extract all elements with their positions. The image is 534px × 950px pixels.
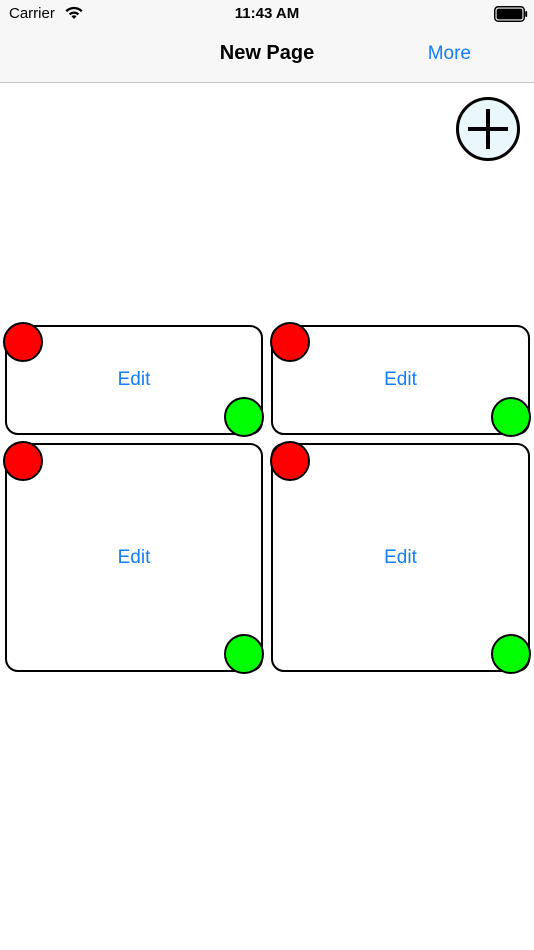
widget-card[interactable]: Edit bbox=[271, 443, 530, 672]
battery-icon bbox=[494, 6, 528, 22]
delete-handle[interactable] bbox=[3, 322, 43, 362]
resize-handle[interactable] bbox=[491, 634, 531, 674]
delete-handle[interactable] bbox=[3, 441, 43, 481]
widget-card[interactable]: Edit bbox=[271, 325, 530, 435]
carrier-label: Carrier bbox=[9, 5, 55, 22]
add-button[interactable] bbox=[456, 97, 520, 161]
more-button[interactable]: More bbox=[427, 43, 471, 64]
edit-button[interactable]: Edit bbox=[384, 546, 417, 568]
delete-handle[interactable] bbox=[270, 441, 310, 481]
edit-button[interactable]: Edit bbox=[117, 369, 151, 390]
widget-card[interactable]: Edit bbox=[5, 325, 263, 435]
edit-button[interactable]: Edit bbox=[117, 546, 151, 568]
status-bar: Carrier 11:43 AM bbox=[0, 0, 534, 28]
resize-handle[interactable] bbox=[491, 397, 531, 437]
resize-handle[interactable] bbox=[224, 397, 264, 437]
resize-handle[interactable] bbox=[224, 634, 264, 674]
widget-card[interactable]: Edit bbox=[5, 443, 263, 672]
page-title: New Page bbox=[219, 42, 315, 64]
clock: 11:43 AM bbox=[234, 5, 300, 22]
wifi-icon bbox=[65, 6, 83, 19]
navigation-bar: New Page More bbox=[0, 28, 534, 83]
edit-button[interactable]: Edit bbox=[384, 369, 417, 390]
delete-handle[interactable] bbox=[270, 322, 310, 362]
